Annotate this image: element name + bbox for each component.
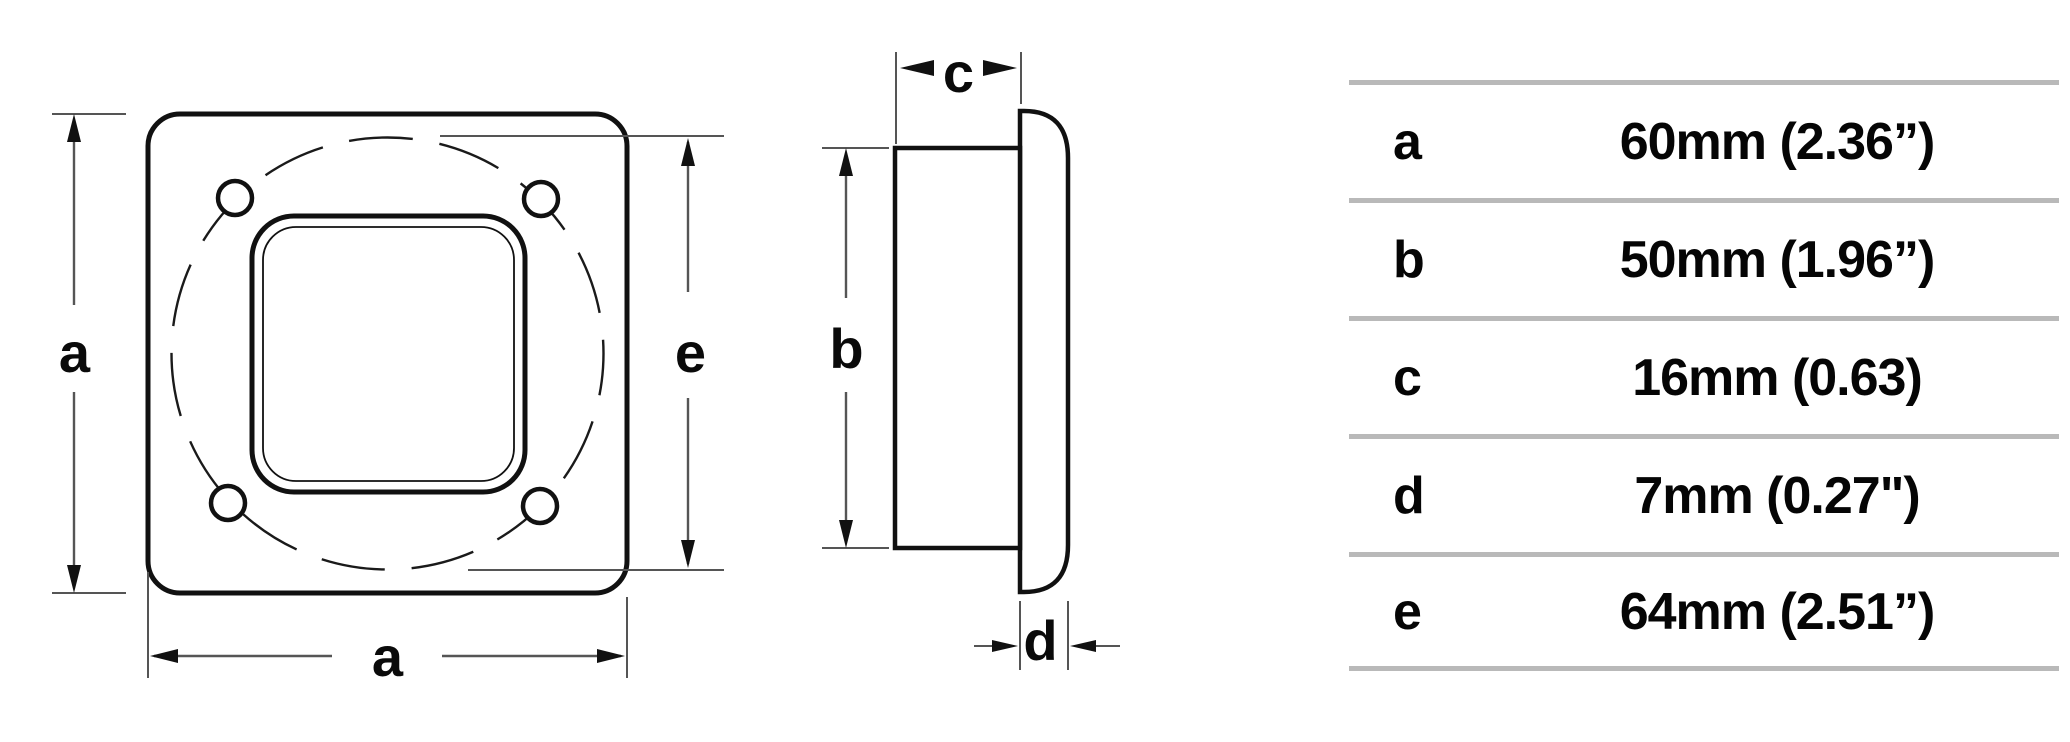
dimension-value: 7mm (0.27") <box>1634 466 1920 525</box>
arrowhead-up <box>67 114 81 142</box>
table-row-e: e 64mm (2.51”) <box>1349 552 2059 671</box>
arrowhead-down <box>681 540 695 568</box>
flange-thickness-label: d <box>1023 609 1056 672</box>
depth-label: c <box>943 41 973 104</box>
arrowhead-up <box>681 138 695 166</box>
flange-lip-outline <box>1017 108 1071 595</box>
bolt-circle-dashed <box>170 136 605 571</box>
bolt-hole <box>521 179 561 219</box>
table-row-b: b 50mm (1.96”) <box>1349 198 2059 316</box>
table-row-a: a 60mm (2.36”) <box>1349 80 2059 198</box>
arrowhead-right <box>597 649 625 663</box>
dimension-key: d <box>1393 466 1425 525</box>
dimension-value: 50mm (1.96”) <box>1619 230 1936 289</box>
dimension-a-height <box>52 113 126 594</box>
dimension-a-width <box>147 572 628 678</box>
side-view: c b d <box>822 41 1120 672</box>
dimension-key: c <box>1393 348 1422 407</box>
body-outline <box>892 145 1023 551</box>
dimension-value: 60mm (2.36”) <box>1619 112 1936 171</box>
bolt-hole <box>208 483 248 523</box>
arrowhead-left <box>900 60 934 76</box>
table-row-d: d 7mm (0.27") <box>1349 434 2059 552</box>
dimensions-table: a 60mm (2.36”) b 50mm (1.96”) c 16mm (0.… <box>1349 80 2059 671</box>
bolt-hole <box>215 178 255 218</box>
dimension-e <box>440 135 724 571</box>
center-opening-outer <box>249 213 528 495</box>
arrowhead-down <box>839 520 853 548</box>
arrowhead-down <box>67 565 81 593</box>
dimension-key: b <box>1393 230 1425 289</box>
table-row-c: c 16mm (0.63) <box>1349 316 2059 434</box>
front-height-label: a <box>59 321 91 384</box>
arrowhead-left <box>1070 640 1096 652</box>
front-view: a a e <box>52 111 724 688</box>
dimension-b <box>822 147 889 549</box>
dimension-value: 64mm (2.51”) <box>1619 582 1936 641</box>
center-opening-inner <box>262 226 515 482</box>
bolt-circle-label: e <box>675 321 705 384</box>
dimension-key: a <box>1393 112 1422 171</box>
dimension-c <box>895 52 1022 144</box>
front-width-label: a <box>372 625 404 688</box>
body-height-label: b <box>829 317 862 380</box>
dimension-value: 16mm (0.63) <box>1632 348 1923 407</box>
arrowhead-up <box>839 148 853 176</box>
arrowhead-right <box>992 640 1018 652</box>
arrowhead-left <box>150 649 178 663</box>
arrowhead-right <box>983 60 1017 76</box>
dimension-key: e <box>1393 582 1422 641</box>
bolt-hole <box>520 486 560 526</box>
